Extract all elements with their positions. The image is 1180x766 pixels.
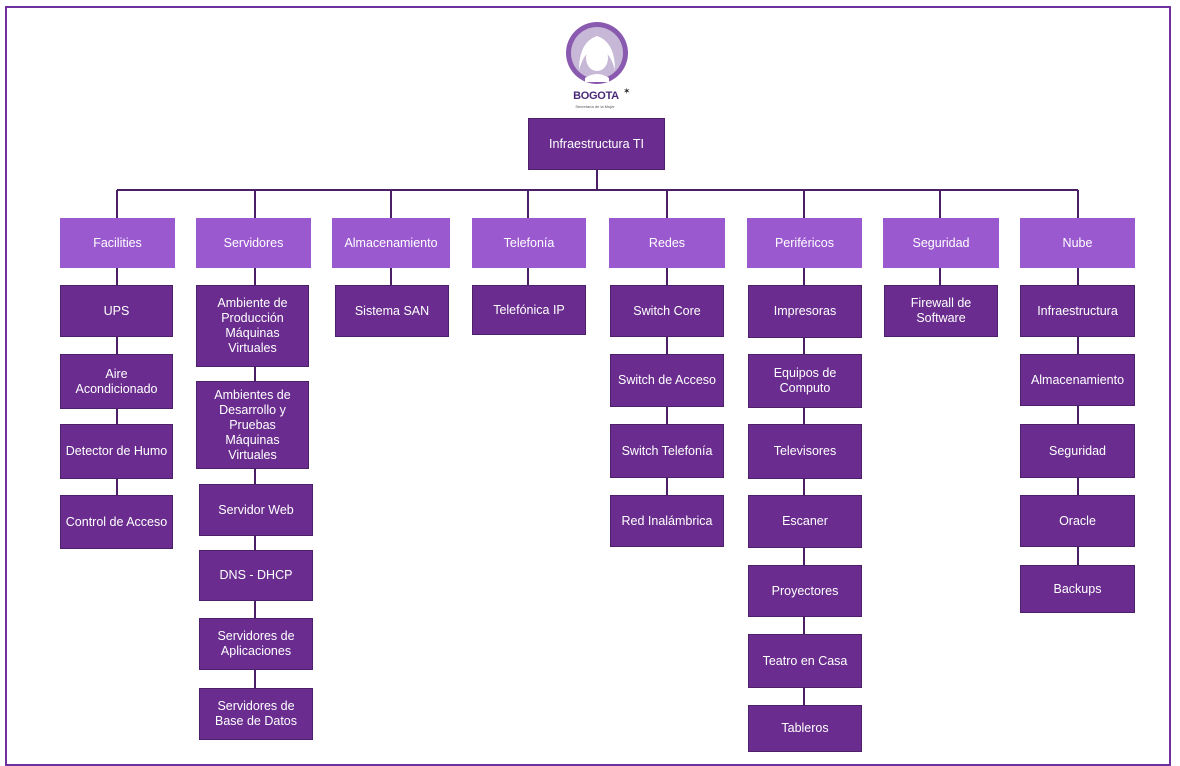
svg-text:✶: ✶	[623, 87, 631, 97]
category-facilities: Facilities	[60, 218, 175, 268]
item-dns-dhcp: DNS - DHCP	[199, 550, 313, 601]
item-switch-de-acceso: Switch de Acceso	[610, 354, 724, 407]
item-red-inalambrica: Red Inalámbrica	[610, 495, 724, 547]
item-oracle: Oracle	[1020, 495, 1135, 547]
item-telefonica-ip: Telefónica IP	[472, 285, 586, 335]
item-impresoras: Impresoras	[748, 285, 862, 338]
item-seguridad-nube: Seguridad	[1020, 424, 1135, 478]
item-sistema-san: Sistema SAN	[335, 285, 449, 337]
category-perifericos: Periféricos	[747, 218, 862, 268]
root-node: Infraestructura TI	[528, 118, 665, 170]
item-almacenamiento-nube: Almacenamiento	[1020, 354, 1135, 406]
logo-subtitle: Secretaría de la Mujer	[575, 104, 615, 109]
item-detector-de-humo: Detector de Humo	[60, 424, 173, 479]
item-teatro-en-casa: Teatro en Casa	[748, 634, 862, 688]
logo-wordmark: BOGOTA	[573, 90, 619, 102]
item-firewall-de-software: Firewall de Software	[884, 285, 998, 337]
category-redes: Redes	[609, 218, 725, 268]
item-tableros: Tableros	[748, 705, 862, 752]
item-backups: Backups	[1020, 565, 1135, 613]
item-escaner: Escaner	[748, 495, 862, 548]
category-servidores: Servidores	[196, 218, 311, 268]
item-equipos-de-computo: Equipos de Computo	[748, 354, 862, 408]
item-control-de-acceso: Control de Acceso	[60, 495, 173, 549]
item-switch-telefonia: Switch Telefonía	[610, 424, 724, 478]
category-telefonia: Telefonía	[472, 218, 586, 268]
item-servidores-base-datos: Servidores de Base de Datos	[199, 688, 313, 740]
item-infraestructura: Infraestructura	[1020, 285, 1135, 337]
category-nube: Nube	[1020, 218, 1135, 268]
item-ambiente-produccion: Ambiente de Producción Máquinas Virtuale…	[196, 285, 309, 367]
category-seguridad: Seguridad	[883, 218, 999, 268]
item-aire-acondicionado: Aire Acondicionado	[60, 354, 173, 409]
item-servidor-web: Servidor Web	[199, 484, 313, 536]
item-ups: UPS	[60, 285, 173, 337]
item-proyectores: Proyectores	[748, 565, 862, 617]
item-switch-core: Switch Core	[610, 285, 724, 337]
category-almacenamiento: Almacenamiento	[332, 218, 450, 268]
item-servidores-aplicaciones: Servidores de Aplicaciones	[199, 618, 313, 670]
item-televisores: Televisores	[748, 424, 862, 479]
bogota-logo: ✶	[566, 22, 631, 97]
item-ambientes-desarrollo: Ambientes de Desarrollo y Pruebas Máquin…	[196, 381, 309, 469]
